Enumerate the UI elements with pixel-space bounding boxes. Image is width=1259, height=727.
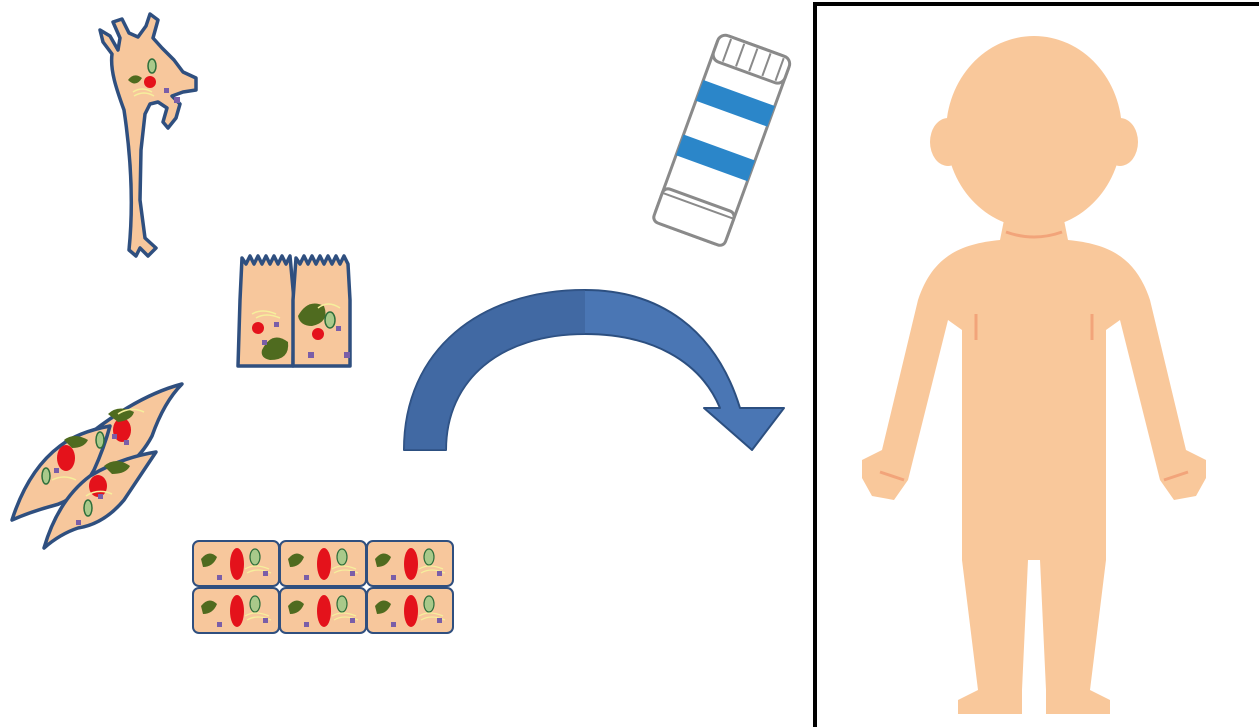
neuron-cell-icon xyxy=(100,14,196,256)
curved-arrow-icon xyxy=(404,290,784,450)
epithelial-cells-icon xyxy=(238,256,350,366)
tissue-cell xyxy=(193,588,279,633)
tissue-cell xyxy=(367,541,453,586)
tissue-cell xyxy=(280,588,366,633)
glue-stick-tube-icon xyxy=(652,33,792,247)
spindle-cells-icon xyxy=(12,384,182,548)
tissue-cell xyxy=(280,541,366,586)
tissue-cell xyxy=(367,588,453,633)
tissue-cell xyxy=(193,541,279,586)
tissue-block-icon xyxy=(193,541,453,633)
